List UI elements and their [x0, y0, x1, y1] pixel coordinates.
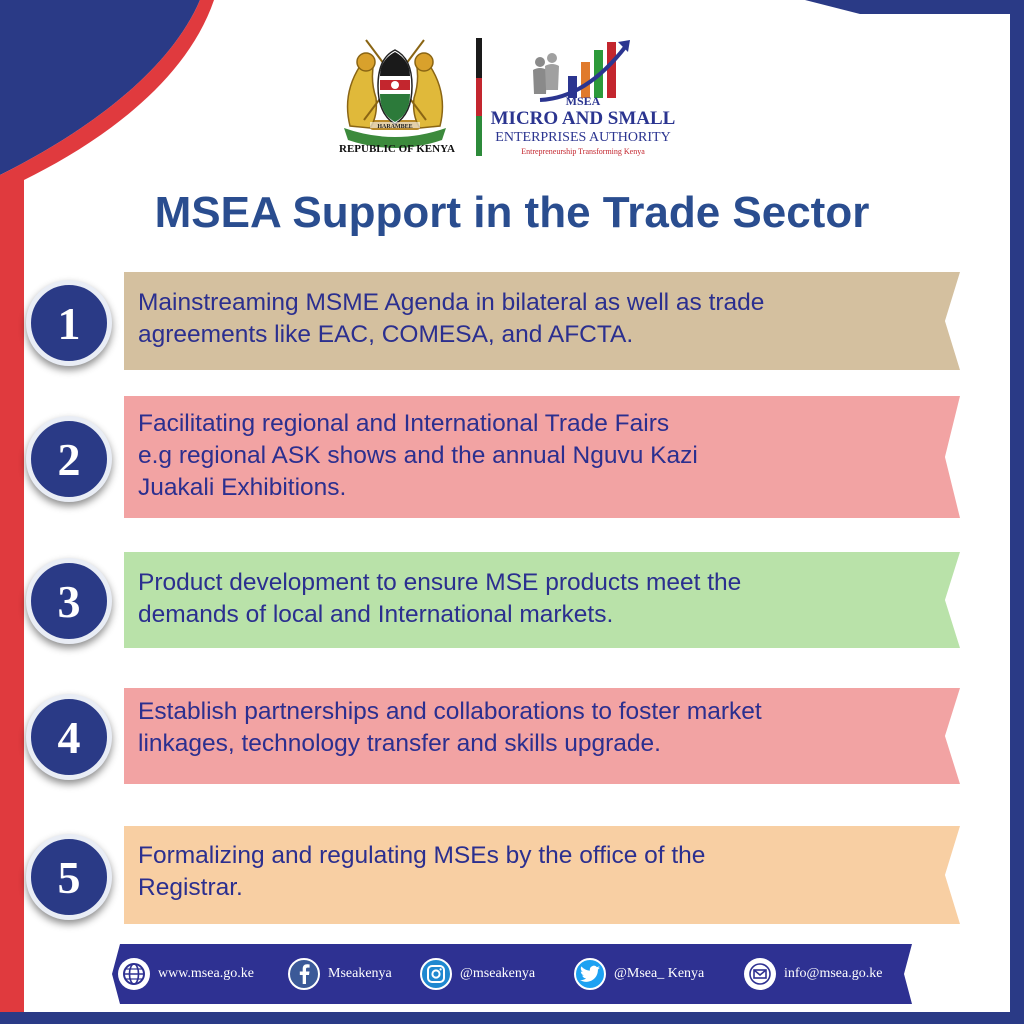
facebook-icon [288, 958, 320, 990]
item-text: Formalizing and regulating MSEs by the o… [138, 840, 938, 904]
website-link[interactable]: www.msea.go.ke [158, 966, 254, 981]
item-text-line: Registrar. [138, 874, 243, 901]
item-ribbon [124, 826, 960, 924]
footer-website[interactable]: www.msea.go.ke [118, 958, 254, 990]
instagram-icon [420, 958, 452, 990]
item-number-badge: 1 [26, 280, 112, 366]
item-number-badge: 5 [26, 834, 112, 920]
item-text: Mainstreaming MSME Agenda in bilateral a… [138, 287, 938, 351]
item-ribbon [124, 552, 960, 648]
bottom-blue-stripe [0, 1012, 1024, 1024]
twitter-icon [574, 958, 606, 990]
support-item-3: Product development to ensure MSE produc… [26, 552, 966, 648]
left-red-stripe [0, 0, 214, 1024]
item-text-line: Product development to ensure MSE produc… [138, 569, 742, 596]
item-text: Product development to ensure MSE produc… [138, 567, 938, 631]
footer-bar [112, 944, 912, 1004]
item-text-line: Facilitating regional and International … [138, 410, 670, 437]
support-item-2: Facilitating regional and International … [26, 396, 966, 518]
top-right-blue-corner [805, 0, 1024, 14]
item-ribbon [124, 688, 960, 784]
page-title: MSEA Support in the Trade Sector [154, 188, 870, 237]
msea-name-line2: ENTERPRISES AUTHORITY [495, 130, 671, 145]
item-number-badge: 3 [26, 558, 112, 644]
item-text-line: e.g regional ASK shows and the annual Ng… [138, 442, 698, 469]
item-text-line: Establish partnerships and collaboration… [138, 698, 762, 725]
kenya-flag-divider [476, 38, 482, 156]
support-item-5: Formalizing and regulating MSEs by the o… [26, 826, 966, 924]
item-text-line: Formalizing and regulating MSEs by the o… [138, 842, 706, 869]
footer-instagram[interactable]: @mseakenya [420, 958, 535, 990]
globe-icon [118, 958, 150, 990]
right-blue-stripe [1010, 0, 1024, 1024]
item-text-line: Juakali Exhibitions. [138, 474, 347, 501]
top-left-blue-corner [0, 0, 200, 175]
msea-logo-icon [533, 40, 630, 102]
facebook-handle[interactable]: Mseakenya [328, 966, 392, 981]
email-icon [744, 958, 776, 990]
msea-tagline: Entrepreneurship Transforming Kenya [521, 147, 645, 156]
support-item-1: Mainstreaming MSME Agenda in bilateral a… [26, 272, 966, 370]
support-item-4: Establish partnerships and collaboration… [26, 688, 966, 784]
item-text-line: linkages, technology transfer and skills… [138, 730, 661, 757]
item-number-badge: 4 [26, 694, 112, 780]
footer-twitter[interactable]: @Msea_ Kenya [574, 958, 704, 990]
header-logos: HARAMBEE REPUBLIC OF KENYA MSEA MICRO AN… [330, 36, 700, 160]
coat-of-arms-icon: HARAMBEE [344, 39, 446, 148]
instagram-handle[interactable]: @mseakenya [460, 966, 536, 981]
msea-short-name: MSEA [565, 94, 601, 108]
footer-email[interactable]: info@msea.go.ke [744, 958, 882, 990]
item-text-line: demands of local and International marke… [138, 601, 614, 628]
item-text: Facilitating regional and International … [138, 408, 938, 504]
item-ribbon [124, 272, 960, 370]
item-number-badge: 2 [26, 416, 112, 502]
footer-facebook[interactable]: Mseakenya [288, 958, 392, 990]
item-ribbon [124, 396, 960, 518]
msea-name-line1: MICRO AND SMALL [490, 108, 676, 129]
coat-of-arms-motto: HARAMBEE [377, 124, 412, 130]
item-text-line: Mainstreaming MSME Agenda in bilateral a… [138, 289, 765, 316]
twitter-handle[interactable]: @Msea_ Kenya [614, 966, 705, 981]
email-address[interactable]: info@msea.go.ke [784, 966, 883, 981]
item-text-line: agreements like EAC, COMESA, and AFCTA. [138, 321, 634, 348]
item-text: Establish partnerships and collaboration… [138, 696, 938, 760]
republic-of-kenya-caption: REPUBLIC OF KENYA [339, 143, 455, 155]
